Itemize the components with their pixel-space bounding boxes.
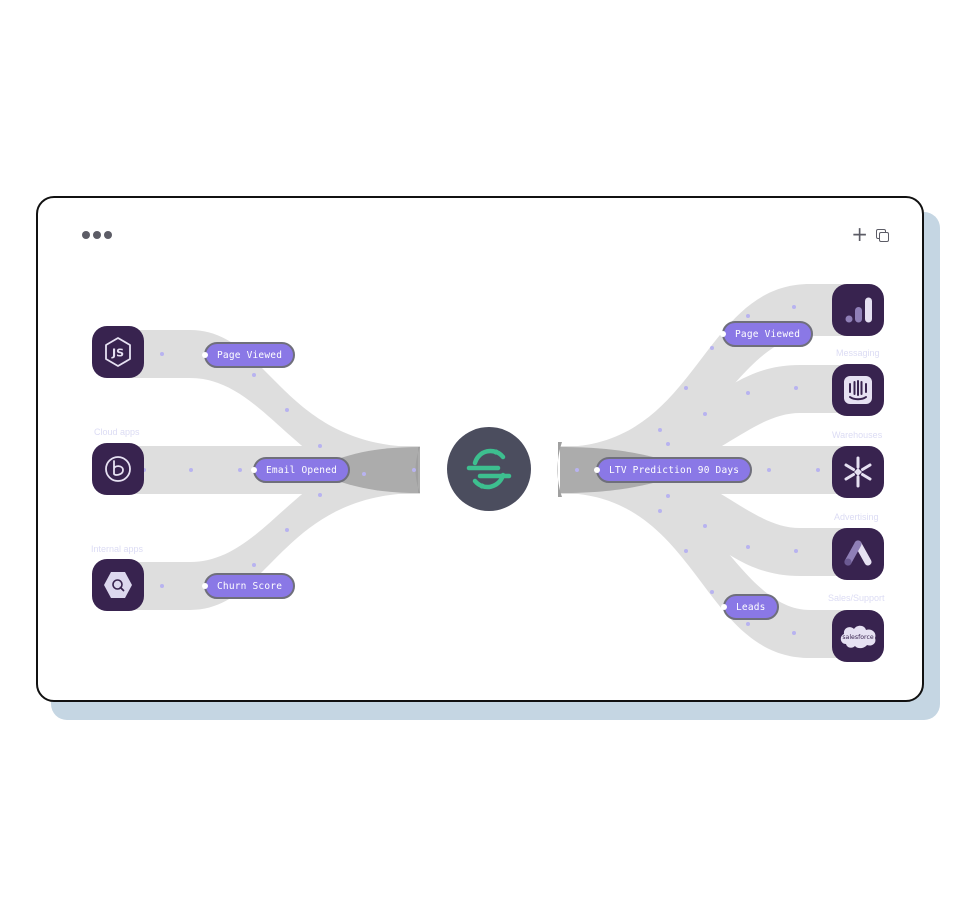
event-pill-leads[interactable]: Leads <box>721 594 779 620</box>
segment-logo-icon <box>466 448 512 490</box>
event-label: Page Viewed <box>217 349 283 361</box>
connector-port <box>251 467 257 473</box>
event-label: Churn Score <box>217 580 283 592</box>
connector-port <box>202 352 208 358</box>
event-pill-page-viewed-left[interactable]: Page Viewed <box>202 342 296 368</box>
category-label-internal-apps: Internal apps <box>91 544 144 554</box>
category-label-messaging: Messaging <box>836 348 880 358</box>
destination-tile-snowflake[interactable] <box>832 446 884 498</box>
copy-icon[interactable] <box>876 229 889 242</box>
bigquery-icon <box>104 572 132 598</box>
connector-port <box>721 604 727 610</box>
event-pill-page-viewed-right[interactable]: Page Viewed <box>720 321 814 347</box>
snowflake-icon <box>844 456 872 488</box>
google-ads-icon <box>844 540 872 566</box>
flow-overlap-left <box>330 447 420 493</box>
event-label: Leads <box>736 601 766 613</box>
connector-port <box>720 331 726 337</box>
category-label-sales-support: Sales/Support <box>828 593 885 603</box>
event-pill-ltv-prediction[interactable]: LTV Prediction 90 Days <box>594 457 753 483</box>
source-tile-nodejs[interactable]: JS <box>92 326 144 378</box>
source-tile-bigquery[interactable] <box>92 559 144 611</box>
event-label: Email Opened <box>266 464 338 476</box>
source-tile-braze[interactable] <box>92 443 144 495</box>
event-pill-churn-score[interactable]: Churn Score <box>202 573 296 599</box>
salesforce-icon: salesforce <box>840 625 876 649</box>
destination-tile-intercom[interactable] <box>832 364 884 416</box>
google-analytics-icon <box>845 297 872 323</box>
ellipsis-icon[interactable] <box>82 231 112 239</box>
notch-left <box>415 447 420 493</box>
event-label: LTV Prediction 90 Days <box>609 464 740 476</box>
category-label-warehouses: Warehouses <box>832 430 883 440</box>
category-label-advertising: Advertising <box>834 512 879 522</box>
connector-port <box>202 583 208 589</box>
destination-tile-salesforce[interactable]: salesforce <box>832 610 884 662</box>
destination-tile-google-ads[interactable] <box>832 528 884 580</box>
braze-icon <box>105 456 131 482</box>
window-actions: + <box>851 222 889 246</box>
event-label: Page Viewed <box>735 328 801 340</box>
svg-text:JS: JS <box>111 347 124 360</box>
connector-port <box>594 467 600 473</box>
flow-right-salesforce <box>560 447 858 658</box>
category-label-cloud-apps: Cloud apps <box>94 427 140 437</box>
nodejs-icon: JS <box>105 337 131 367</box>
flow-left-bigquery <box>118 447 420 610</box>
intercom-icon <box>844 376 872 404</box>
segment-hub[interactable] <box>447 427 531 511</box>
notch-right <box>557 442 562 497</box>
salesforce-logo-text: salesforce <box>842 634 874 641</box>
plus-icon[interactable]: + <box>851 222 868 246</box>
destination-tile-google-analytics[interactable] <box>832 284 884 336</box>
event-pill-email-opened[interactable]: Email Opened <box>251 457 351 483</box>
